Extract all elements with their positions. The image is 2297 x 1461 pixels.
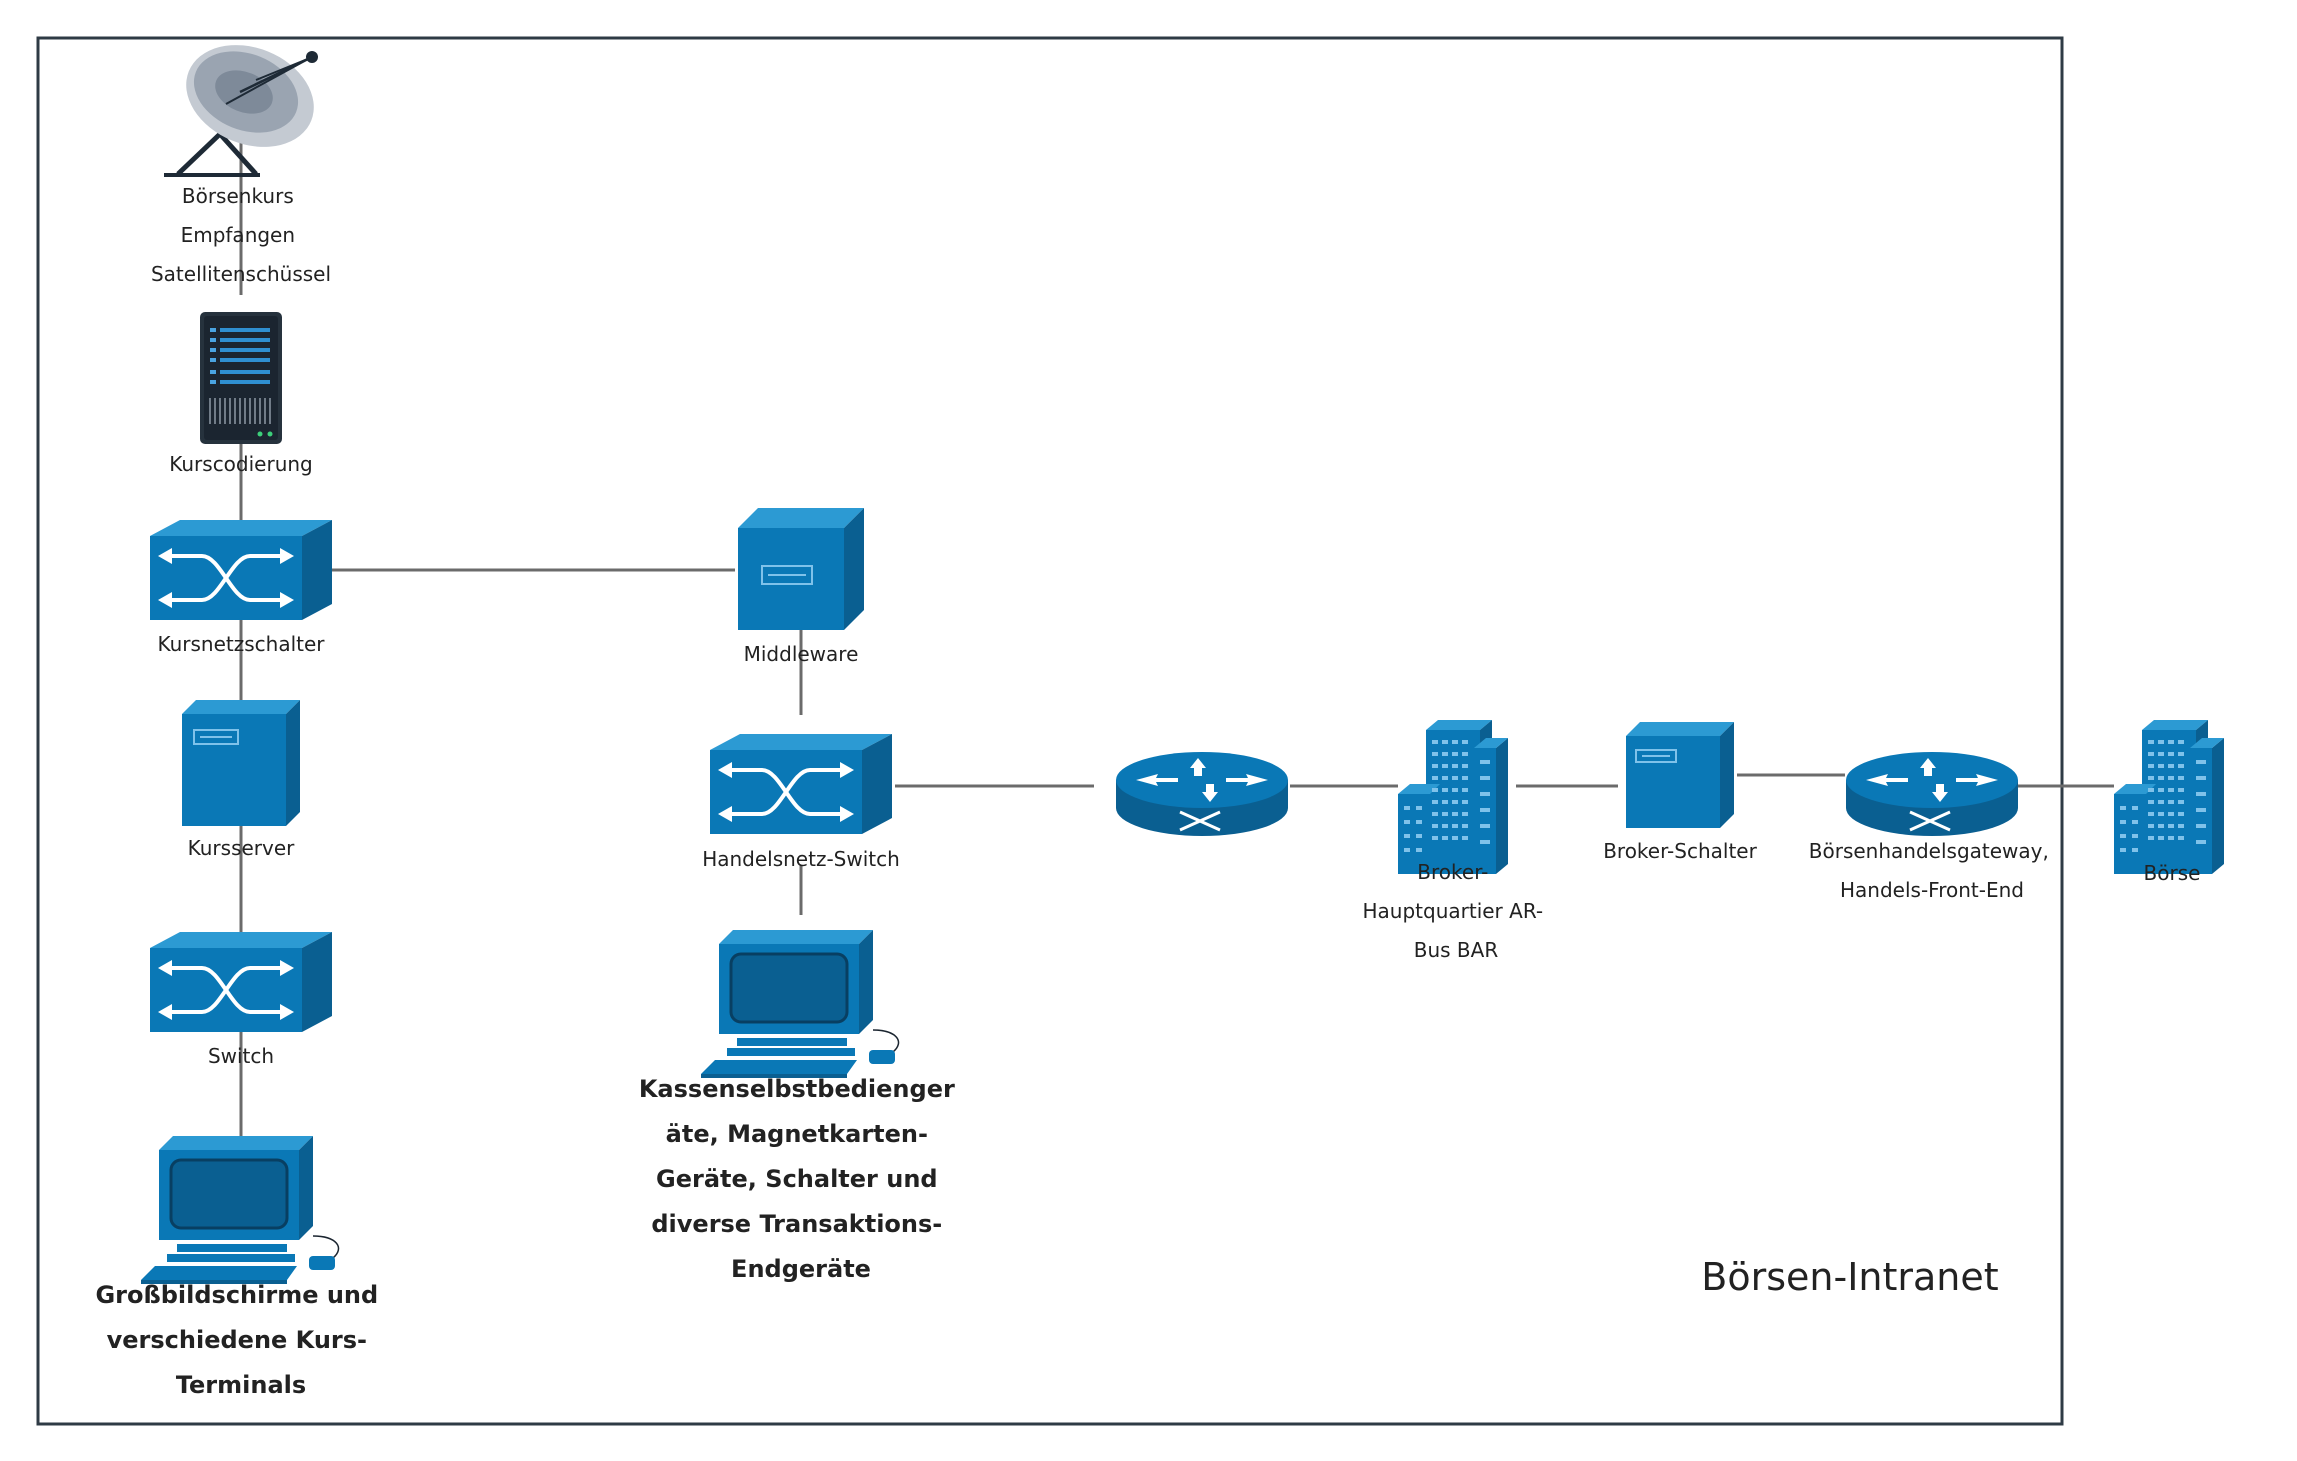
satellite-dish-icon: [164, 45, 318, 177]
price-switch-label: Kursnetzschalter: [157, 632, 325, 656]
pos-terminals-label: Kassenselbstbedienger äte, Magnetkarten-…: [639, 1075, 963, 1283]
network-switch-icon: [710, 734, 892, 834]
encoder-label: Kurscodierung: [169, 452, 313, 476]
server-tower-icon: [1626, 722, 1734, 828]
broker-hq-label: Broker- Hauptquartier AR- Bus BAR: [1363, 860, 1550, 962]
big-screens-label: Großbildschirme und verschiedene Kurs- T…: [95, 1281, 386, 1399]
server-cube-icon: [738, 508, 864, 630]
labels: Börsenkurs Empfangen Satellitenschüssel …: [95, 184, 2200, 1399]
network-switch-icon: [150, 520, 332, 620]
workstation-icon: [701, 930, 900, 1078]
office-building-icon: [2114, 720, 2224, 874]
connections: [239, 130, 2114, 1140]
office-building-icon: [1398, 720, 1508, 874]
trade-switch-label: Handelsnetz-Switch: [702, 847, 900, 871]
router-icon: [1846, 752, 2018, 836]
server-tower-icon: [182, 700, 300, 826]
broker-counter-label: Broker-Schalter: [1603, 839, 1757, 863]
satellite-label: Börsenkurs Empfangen Satellitenschüssel: [151, 184, 331, 286]
server-rack-icon: [200, 312, 282, 444]
price-server-label: Kursserver: [188, 836, 296, 860]
intranet-frame: [36, 36, 2064, 1426]
switch-label: Switch: [208, 1044, 274, 1068]
network-switch-icon: [150, 932, 332, 1032]
gateway-label: Börsenhandelsgateway, Handels-Front-End: [1809, 839, 2055, 902]
middleware-label: Middleware: [744, 642, 859, 666]
frame-title: Börsen-Intranet: [1701, 1255, 1998, 1299]
workstation-icon: [141, 1136, 340, 1284]
router-icon: [1116, 752, 1288, 836]
exchange-label: Börse: [2144, 861, 2201, 885]
